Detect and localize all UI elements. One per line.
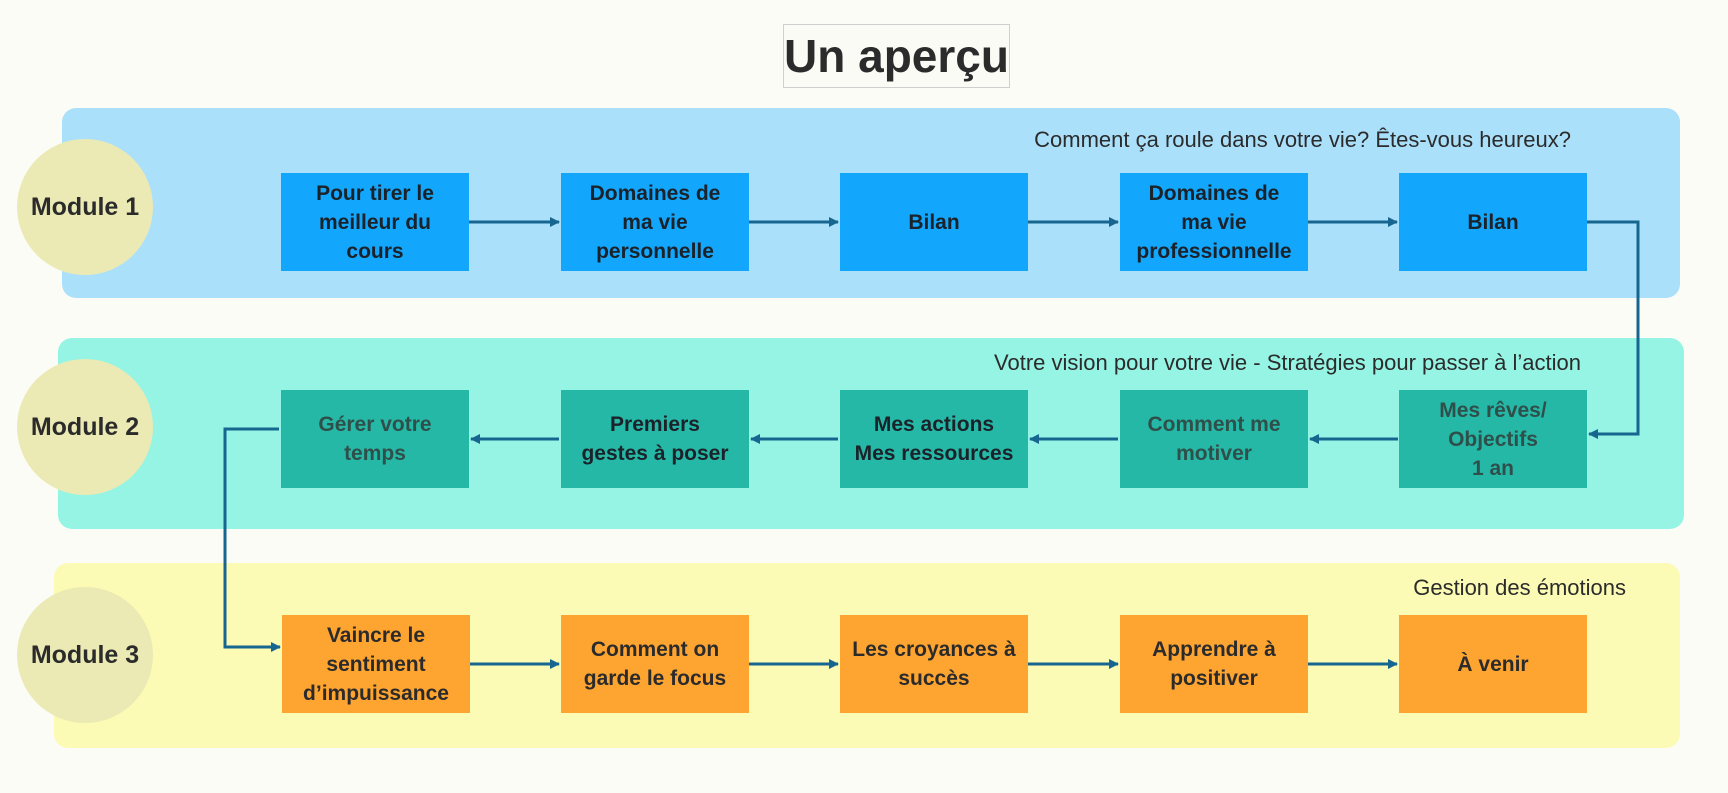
module-3-step-3[interactable]: Les croyances à succès bbox=[840, 615, 1028, 713]
module-1-step-5[interactable]: Bilan bbox=[1399, 173, 1587, 271]
module-2-step-5[interactable]: Mes rêves/ Objectifs 1 an bbox=[1399, 390, 1587, 488]
module-1-caption: Comment ça roule dans votre vie? Êtes-vo… bbox=[1034, 127, 1571, 152]
module-2-step-1[interactable]: Gérer votre temps bbox=[281, 390, 469, 488]
module-2-caption: Votre vision pour votre vie - Stratégies… bbox=[994, 350, 1581, 375]
module-3-step-5[interactable]: À venir bbox=[1399, 615, 1587, 713]
module-3-step-4[interactable]: Apprendre à positiver bbox=[1120, 615, 1308, 713]
module-1-step-3[interactable]: Bilan bbox=[840, 173, 1028, 271]
module-1-step-4[interactable]: Domaines de ma vie professionnelle bbox=[1120, 173, 1308, 271]
module-2-step-3[interactable]: Mes actions Mes ressources bbox=[840, 390, 1028, 488]
module-3-step-2[interactable]: Comment on garde le focus bbox=[561, 615, 749, 713]
module-3-caption: Gestion des émotions bbox=[1413, 575, 1626, 600]
module-1-circle: Module 1 bbox=[17, 139, 153, 275]
module-1-step-1[interactable]: Pour tirer le meilleur du cours bbox=[281, 173, 469, 271]
module-3-circle: Module 3 bbox=[17, 587, 153, 723]
module-3-step-1[interactable]: Vaincre le sentiment d’impuissance bbox=[282, 615, 470, 713]
module-2-step-2[interactable]: Premiers gestes à poser bbox=[561, 390, 749, 488]
module-1-step-2[interactable]: Domaines de ma vie personnelle bbox=[561, 173, 749, 271]
page-title: Un aperçu bbox=[783, 24, 1010, 88]
module-2-step-4[interactable]: Comment me motiver bbox=[1120, 390, 1308, 488]
module-2-circle: Module 2 bbox=[17, 359, 153, 495]
